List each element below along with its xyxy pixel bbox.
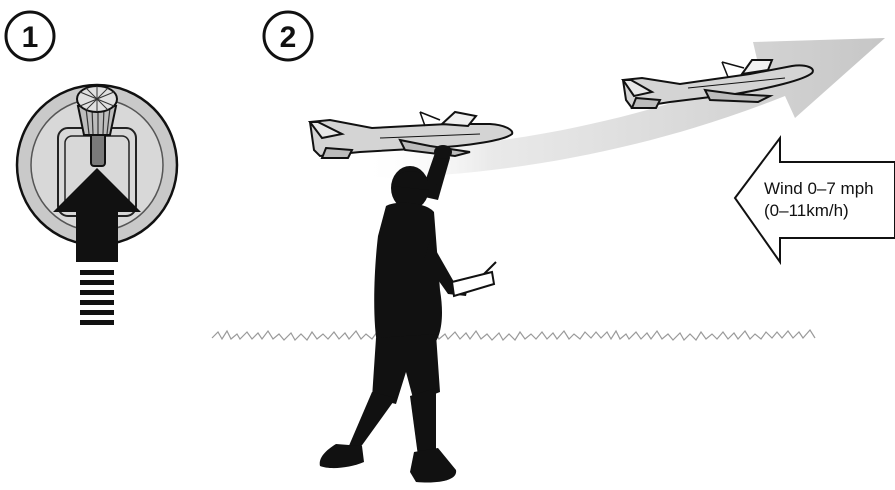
wind-arrow-icon: Wind 0–7 mph (0–11km/h) [735,138,895,262]
transmitter-icon [452,262,496,296]
person-silhouette-icon [320,145,468,483]
step-2-badge: 2 [264,12,312,60]
grass-line [212,330,815,340]
wind-speed-mph: Wind 0–7 mph [764,179,874,198]
airplane-icon [623,60,813,108]
step-1-badge: 1 [6,12,54,60]
step-2-number: 2 [280,21,297,54]
wind-speed-kmh: (0–11km/h) [764,201,849,220]
step-1-number: 1 [22,21,39,54]
